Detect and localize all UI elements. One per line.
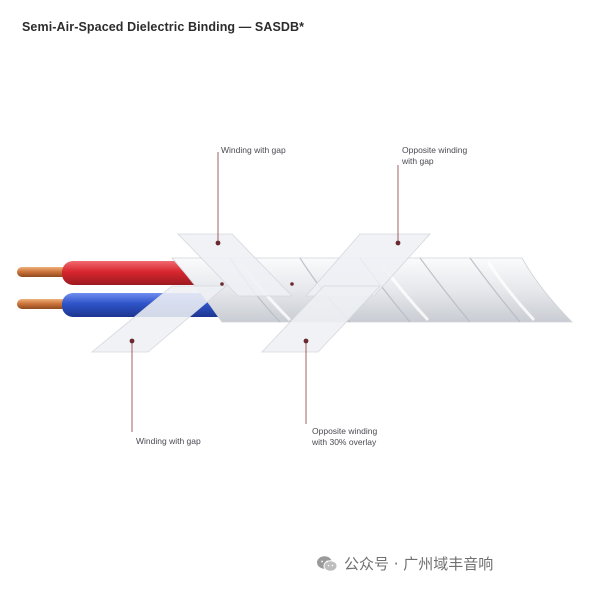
callout-winding-bottom: Winding with gap [136, 436, 201, 447]
callout-dots [129, 240, 401, 344]
callout-winding-top-text: Winding with gap [221, 145, 286, 155]
tape-ribbon-top-right [305, 233, 431, 297]
tape-ribbon-bottom-left [90, 285, 228, 353]
diagram-title: Semi-Air-Spaced Dielectric Binding — SAS… [22, 20, 305, 34]
callout-winding-bottom-text: Winding with gap [136, 436, 201, 446]
callout-opposite-bottom-line1: Opposite winding [312, 426, 378, 436]
watermark: 公众号 · 广州域丰音响 [316, 553, 493, 574]
tape-ribbon-top-left [177, 233, 293, 297]
red-conductor [62, 261, 212, 285]
callout-opposite-bottom-line2: with 30% overlay [312, 437, 377, 447]
callout-winding-top: Winding with gap [221, 145, 286, 156]
callout-opposite-top: Opposite winding with gap [402, 145, 467, 167]
callout-opposite-bottom: Opposite winding with 30% overlay [312, 426, 377, 448]
callout-opposite-top-line1: Opposite winding [402, 145, 468, 155]
watermark-text: 公众号 · 广州域丰音响 [344, 555, 494, 573]
callout-opposite-top-line2: with gap [402, 156, 434, 166]
tape-ribbon-bottom-mid [261, 285, 381, 353]
copper-tip-blue [17, 299, 67, 309]
copper-tip-red [17, 267, 67, 277]
callout-lines [131, 152, 399, 432]
wechat-icon [317, 555, 338, 572]
